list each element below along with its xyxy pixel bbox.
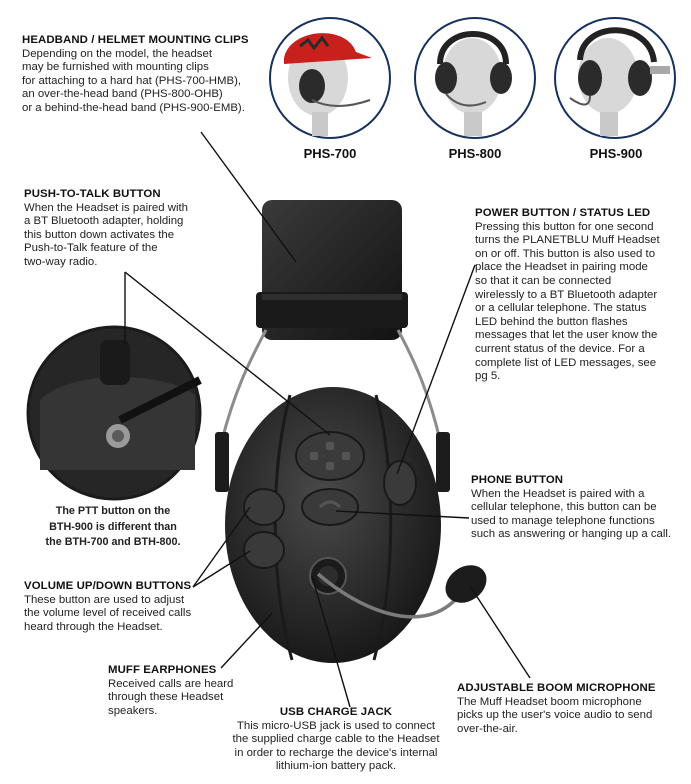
ptt-line: this button down activates the [24, 228, 175, 241]
power-line: wirelessly to a BT Bluetooth adapter [475, 288, 658, 301]
phone-title: PHONE BUTTON [471, 474, 564, 486]
model-circle-phs700 [269, 17, 391, 139]
usb-callout: USB CHARGE JACK This micro-USB jack is u… [214, 706, 458, 774]
boom-callout: ADJUSTABLE BOOM MICROPHONE The Muff Head… [457, 682, 687, 736]
muff-line: Received calls are heard [108, 677, 234, 690]
boom-line: The Muff Headset boom microphone [457, 695, 642, 708]
muff-line: speakers. [108, 704, 158, 717]
ptt-closeup-inset [26, 325, 202, 501]
power-line: turns the PLANETBLU Muff Headset [475, 234, 660, 247]
model-label-phs900: PHS-900 [589, 146, 643, 161]
volume-callout: VOLUME UP/DOWN BUTTONS These button are … [24, 580, 224, 634]
power-line: current status of the device. For a [475, 342, 645, 355]
muff-callout: MUFF EARPHONES Received calls are heard … [108, 664, 268, 718]
volume-line: These button are used to adjust [24, 593, 185, 606]
volume-line: heard through the Headset. [24, 620, 163, 633]
ptt-line: two-way radio. [24, 255, 98, 268]
muff-earcup [225, 387, 441, 663]
ptt-callout: PUSH-TO-TALK BUTTON When the Headset is … [24, 188, 224, 270]
muff-title: MUFF EARPHONES [108, 664, 217, 676]
usb-title: USB CHARGE JACK [279, 706, 393, 718]
power-button-shape [295, 431, 365, 481]
power-line: on or off. This button is also used to [475, 247, 656, 260]
ptt-note-line: BTH-900 is different than [49, 520, 177, 533]
power-line: so that it can be connected [475, 274, 612, 287]
ptt-line: a BT Bluetooth adapter, holding [24, 215, 184, 228]
boom-line: over-the-air. [457, 722, 518, 735]
boom-line: picks up the user's voice audio to send [457, 709, 653, 722]
usb-line: This micro-USB jack is used to connect [236, 719, 436, 732]
usb-line: lithium-ion battery pack. [275, 760, 397, 773]
side-rod-left [215, 432, 229, 492]
usb-line: the supplied charge cable to the Headset [232, 733, 440, 746]
power-line: pg 5. [475, 370, 501, 383]
power-line: complete list of LED messages, see [475, 356, 657, 369]
headband-line: Depending on the model, the headset [22, 47, 212, 60]
phone-line: cellular telephone, this button can be [471, 501, 657, 514]
model-label-phs700: PHS-700 [303, 146, 357, 161]
phone-line: When the Headset is paired with a [471, 487, 645, 500]
power-line: Pressing this button for one second [475, 220, 654, 233]
power-callout: POWER BUTTON / STATUS LED Pressing this … [475, 207, 687, 384]
ptt-line: When the Headset is paired with [24, 201, 188, 214]
side-rod-right [436, 432, 450, 492]
ptt-note-line: the BTH-700 and BTH-800. [45, 536, 181, 548]
phone-button-shape [301, 488, 359, 526]
model-circle-phs900 [554, 17, 676, 139]
volume-line: the volume level of received calls [24, 607, 192, 620]
usb-line: in order to recharge the device's intern… [234, 746, 438, 759]
headband-title: HEADBAND / HELMET MOUNTING CLIPS [22, 34, 249, 46]
ptt-note: The PTT button on the BTH-900 is differe… [18, 504, 208, 551]
headband-line: an over-the-head band (PHS-800-OHB) [22, 88, 223, 101]
headband-line: for attaching to a hard hat (PHS-700-HMB… [22, 74, 242, 87]
muff-line: through these Headset [108, 691, 224, 704]
power-line: messages that let the user know the [475, 329, 658, 342]
power-line: or a cellular telephone. The status [475, 302, 647, 315]
boom-title: ADJUSTABLE BOOM MICROPHONE [457, 682, 656, 694]
headband-line: or a behind-the-head band (PHS-900-EMB). [22, 101, 245, 114]
power-line: place the Headset in pairing mode [475, 261, 648, 274]
power-title: POWER BUTTON / STATUS LED [475, 207, 651, 219]
volume-title: VOLUME UP/DOWN BUTTONS [24, 580, 192, 592]
model-label-phs800: PHS-800 [448, 146, 502, 161]
ptt-title: PUSH-TO-TALK BUTTON [24, 188, 161, 200]
phone-line: such as answering or hanging up a call. [471, 528, 672, 541]
headband-callout: HEADBAND / HELMET MOUNTING CLIPS Dependi… [22, 34, 272, 116]
model-circle-phs800 [414, 17, 536, 139]
headband-pad [256, 200, 408, 340]
power-line: LED behind the button flashes [475, 315, 628, 328]
phone-line: used to manage telephone functions [471, 514, 655, 527]
ptt-line: Push-to-Talk feature of the [24, 242, 158, 255]
ptt-note-line: The PTT button on the [55, 505, 171, 517]
headband-line: may be furnished with mounting clips [22, 61, 209, 74]
phone-callout: PHONE BUTTON When the Headset is paired … [471, 474, 689, 542]
